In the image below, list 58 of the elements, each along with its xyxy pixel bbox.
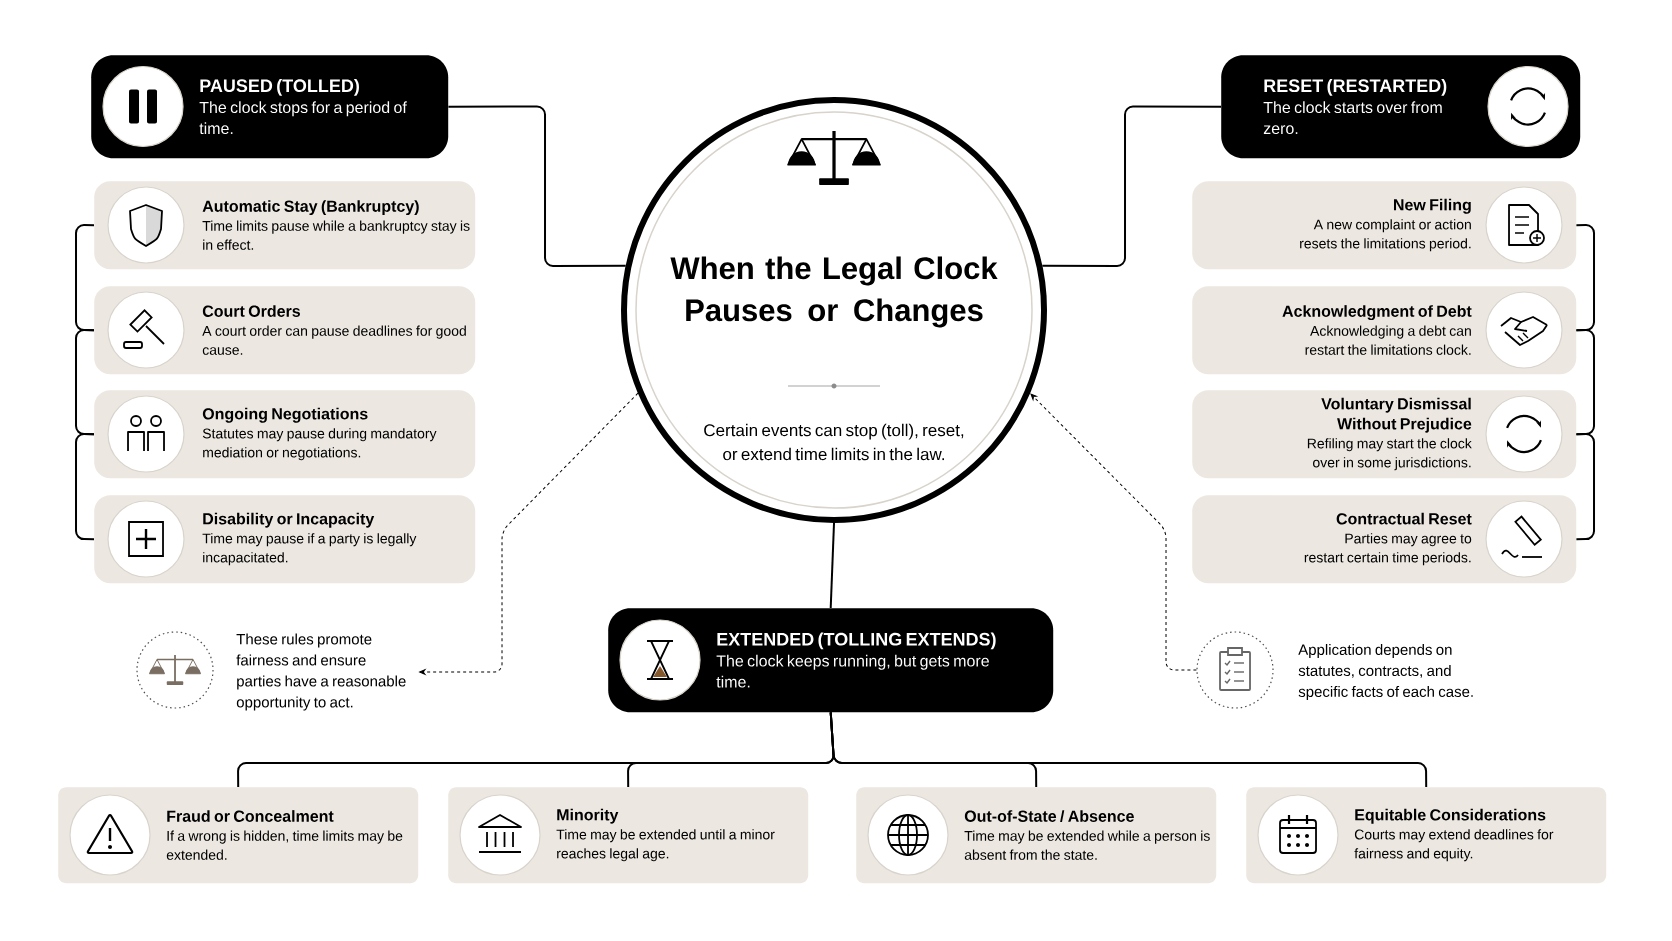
connector — [419, 392, 639, 675]
card-text: Acknowledging a debt can restart the limitations clock. — [1305, 325, 1471, 355]
card-text: Time may be extended while a person is absent from the state. — [964, 830, 1210, 860]
card-heading: Automatic Stay (Bankruptcy) — [202, 200, 419, 216]
card-text: The clock stops for a period of time. — [199, 101, 407, 135]
card — [1246, 787, 1607, 884]
card — [94, 390, 476, 479]
subtitle: Certain events can stop (toll), reset, or extend time limits in the law. — [704, 423, 964, 461]
card-text: A court order can pause deadlines for good cause. — [202, 325, 466, 355]
card-heading: Ongoing Negotiations — [202, 407, 368, 423]
connector — [1030, 393, 1197, 671]
card-heading: EXTENDED (TOLLING EXTENDS) — [717, 632, 996, 650]
card-heading: Voluntary Dismissal Without Prejudice — [1321, 397, 1472, 433]
card-heading: Contractual Reset — [1336, 512, 1472, 525]
card-heading: Acknowledgment of Debt — [1282, 305, 1472, 321]
card-text: Courts may extend deadlines for fairness and equity. — [1354, 829, 1554, 862]
card — [1192, 390, 1577, 479]
card-heading: Equitable Considerations — [1355, 808, 1546, 824]
connector — [1575, 329, 1595, 436]
card — [448, 787, 809, 884]
note-text: These rules promote fairness and ensure parties have a reasonable opportunity to act. — [236, 633, 406, 711]
card — [94, 181, 476, 270]
card — [856, 787, 1217, 884]
card — [94, 286, 476, 375]
card-text: Time may pause if a party is legally incapacitated. — [202, 533, 417, 566]
header-box — [1221, 55, 1581, 159]
card-text: A new complaint or action resets the limitations period. — [1300, 219, 1471, 252]
card-text: Refiling may start the clock over in some jurisdictions. — [1307, 438, 1472, 471]
card-text: Statutes may pause during mandatory mediation or negotiations. — [202, 428, 437, 461]
connector — [75, 329, 95, 436]
card-heading: Out-of-State / Absence — [964, 810, 1134, 823]
card-heading: RESET (RESTARTED) — [1264, 78, 1447, 96]
card-text: If a wrong is hidden, time limits may be extended. — [166, 830, 403, 860]
card-text: Time may be extended until a minor reaches legal age. — [556, 829, 775, 862]
card — [58, 787, 419, 884]
connector — [829, 522, 835, 609]
card-heading: Minority — [557, 808, 619, 824]
card-heading: PAUSED (TOLLED) — [200, 78, 359, 96]
card-text: The clock starts over from zero. — [1263, 101, 1442, 135]
card-heading: Court Orders — [202, 305, 300, 317]
card-text: Parties may agree to restart certain time periods. — [1304, 533, 1472, 566]
center-circle — [621, 97, 1047, 523]
card — [1192, 495, 1577, 584]
card — [1192, 286, 1577, 375]
card-text: Time limits pause while a bankruptcy stay is in effect. — [202, 220, 470, 250]
title: When the Legal Clock Pauses or Changes — [670, 256, 998, 328]
note-text: Application depends on statutes, contracts, and specific facts of each case. — [1298, 644, 1473, 700]
header-box — [91, 55, 449, 159]
card-heading: Disability or Incapacity — [203, 512, 375, 528]
card-heading: Fraud or Concealment — [167, 810, 334, 822]
connector — [1041, 105, 1222, 267]
card-text: The clock keeps running, but gets more time. — [716, 654, 989, 688]
connector — [447, 105, 627, 267]
header-box — [608, 608, 1054, 713]
card — [1192, 181, 1577, 270]
card — [94, 495, 476, 584]
connector — [829, 711, 1428, 788]
card-heading: New Filing — [1394, 198, 1471, 214]
